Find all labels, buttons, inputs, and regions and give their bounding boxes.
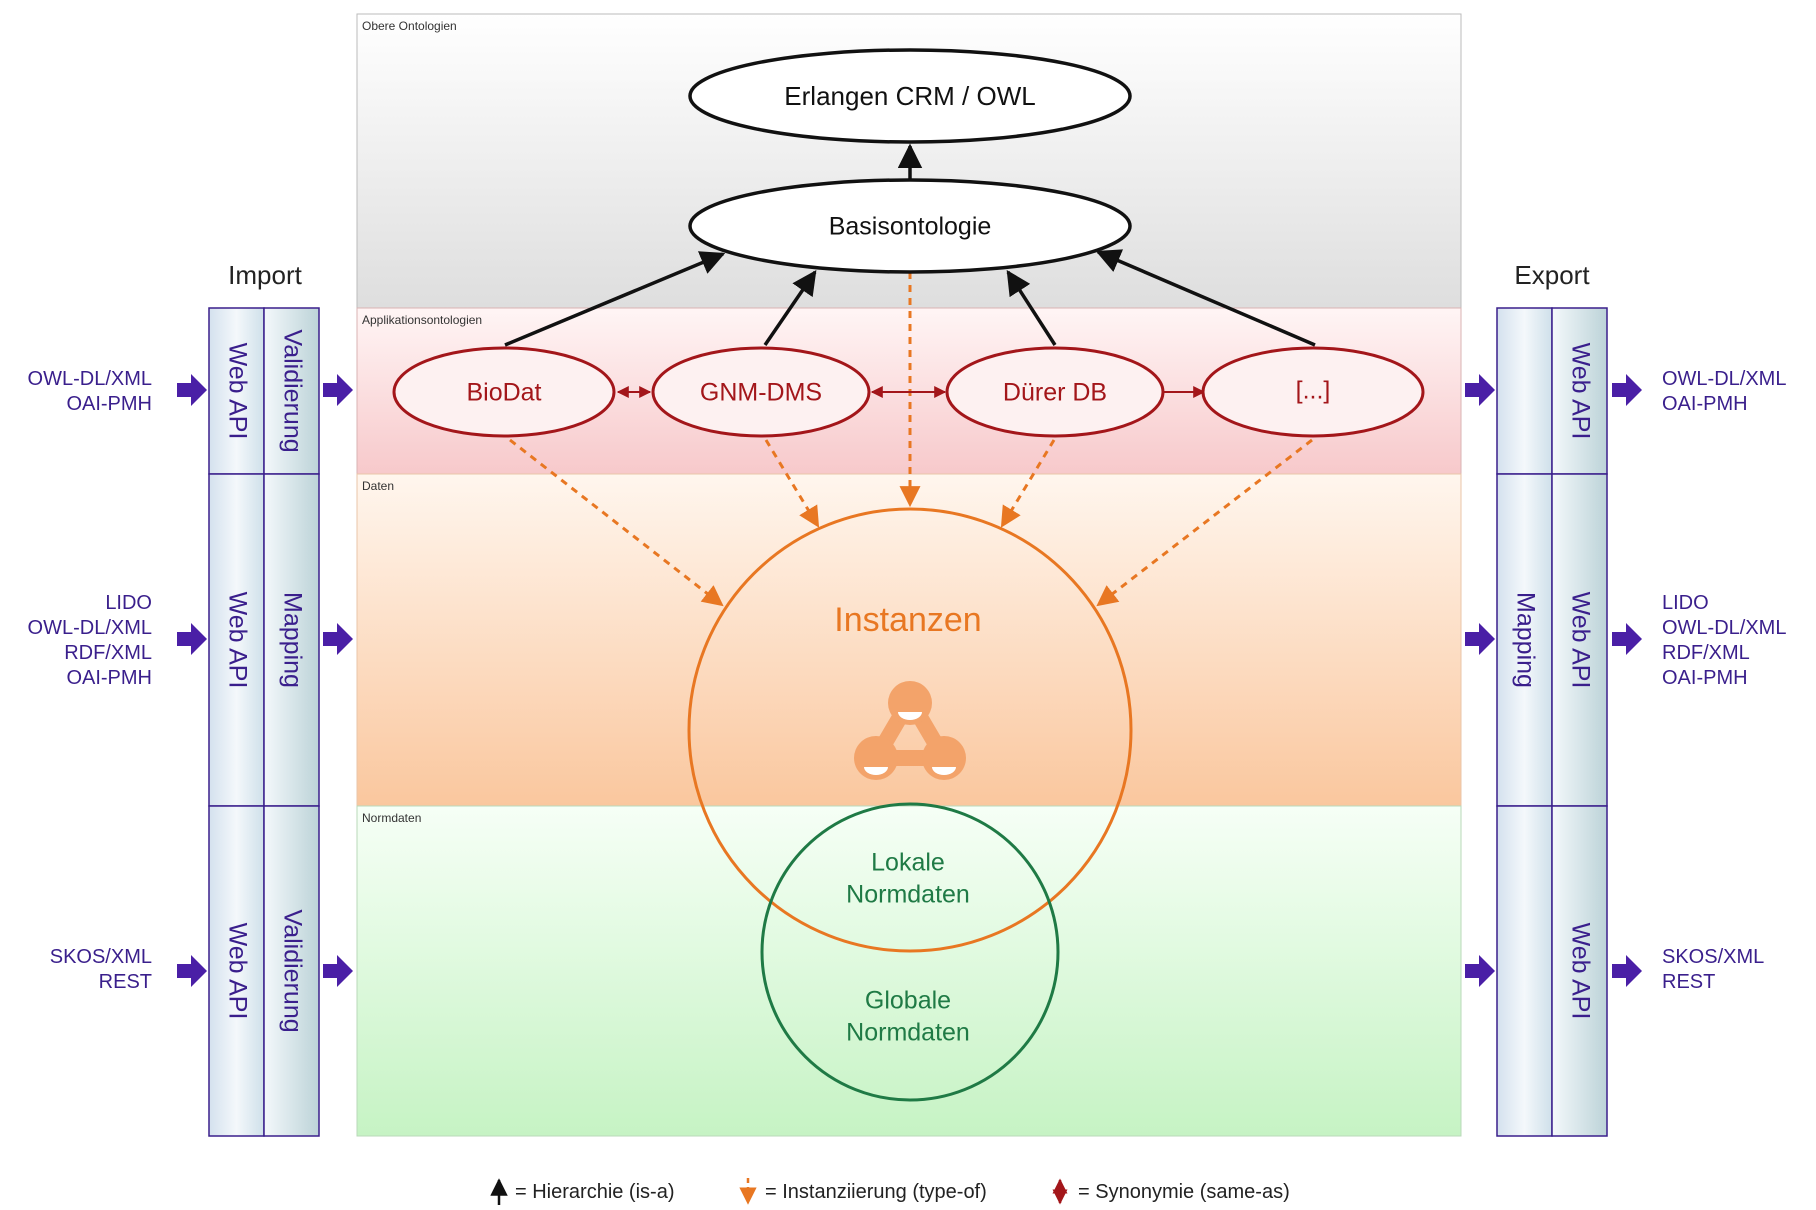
import-format-2a: LIDO bbox=[105, 592, 152, 614]
duerer-db-node bbox=[945, 346, 1165, 438]
export-format-3b: REST bbox=[1662, 971, 1715, 993]
globale-normdaten-line1: Globale bbox=[865, 987, 951, 1015]
import-format-3b: REST bbox=[99, 971, 152, 993]
import-format-3a: SKOS/XML bbox=[50, 946, 152, 968]
import-format-2c: RDF/XML bbox=[64, 642, 152, 664]
lokale-normdaten-line1: Lokale bbox=[871, 849, 945, 877]
layer-label-upper: Obere Ontologien bbox=[362, 19, 457, 33]
import-webapi-1: Web API bbox=[223, 343, 251, 440]
gnm-dms-node bbox=[651, 346, 871, 438]
more-ontologies-label: [...] bbox=[1296, 377, 1331, 405]
export-panel bbox=[1496, 307, 1608, 1137]
arrow-export-out-2 bbox=[1612, 623, 1642, 655]
import-format-1b: OAI-PMH bbox=[66, 393, 152, 415]
export-format-2c: RDF/XML bbox=[1662, 642, 1750, 664]
import-mapping-2: Mapping bbox=[278, 592, 306, 688]
basisontologie-label: Basisontologie bbox=[829, 213, 992, 241]
export-webapi-2: Web API bbox=[1566, 592, 1594, 689]
hierarchy-arrows bbox=[504, 143, 1316, 347]
arrow-export-in-1 bbox=[1465, 374, 1495, 406]
import-format-1a: OWL-DL/XML bbox=[28, 368, 152, 390]
erlangen-crm-label: Erlangen CRM / OWL bbox=[784, 81, 1035, 111]
legend: = Hierarchie (is-a) = Instanziierung (ty… bbox=[490, 1178, 1290, 1205]
normdaten-circle bbox=[760, 802, 1060, 1102]
arrow-import-out-1 bbox=[323, 374, 353, 406]
legend-instantiation-text: = Instanziierung (type-of) bbox=[765, 1181, 987, 1203]
arrow-export-out-1 bbox=[1612, 374, 1642, 406]
legend-hierarchy-text: = Hierarchie (is-a) bbox=[515, 1181, 674, 1203]
basisontologie-node bbox=[688, 178, 1132, 274]
layer-authority-data bbox=[356, 805, 1462, 1137]
arrow-import-out-3 bbox=[323, 955, 353, 987]
gnm-dms-label: GNM-DMS bbox=[700, 379, 822, 407]
erlangen-crm-node bbox=[688, 48, 1132, 144]
more-ontologies-node bbox=[1201, 346, 1425, 438]
arrow-export-in-2 bbox=[1465, 623, 1495, 655]
export-format-2b: OWL-DL/XML bbox=[1662, 617, 1786, 639]
import-validierung-1: Validierung bbox=[278, 329, 306, 452]
globale-normdaten-line2: Normdaten bbox=[846, 1019, 970, 1047]
instantiation-arrows bbox=[509, 272, 1313, 607]
biodat-label: BioDat bbox=[466, 379, 541, 407]
duerer-db-label: Dürer DB bbox=[1003, 379, 1107, 407]
import-validierung-3: Validierung bbox=[278, 909, 306, 1032]
export-mapping-2: Mapping bbox=[1511, 592, 1539, 688]
layer-label-data: Daten bbox=[362, 479, 394, 493]
arrow-export-in-3 bbox=[1465, 955, 1495, 987]
layer-label-application: Applikationsontologien bbox=[362, 313, 482, 327]
export-format-3a: SKOS/XML bbox=[1662, 946, 1764, 968]
arrow-import-in-2 bbox=[177, 623, 207, 655]
export-webapi-3: Web API bbox=[1566, 923, 1594, 1020]
import-webapi-3: Web API bbox=[223, 923, 251, 1020]
biodat-node bbox=[392, 346, 616, 438]
export-format-2d: OAI-PMH bbox=[1662, 667, 1748, 689]
arrow-export-out-3 bbox=[1612, 955, 1642, 987]
export-format-2a: LIDO bbox=[1662, 592, 1709, 614]
layer-label-authority: Normdaten bbox=[362, 811, 421, 825]
flow-arrows bbox=[177, 374, 1642, 987]
export-title: Export bbox=[1514, 260, 1590, 290]
arrow-import-out-2 bbox=[323, 623, 353, 655]
rdf-graph-icon bbox=[854, 681, 966, 780]
lokale-normdaten-line2: Normdaten bbox=[846, 881, 970, 909]
legend-synonymy-text: = Synonymie (same-as) bbox=[1078, 1181, 1290, 1203]
export-webapi-1: Web API bbox=[1566, 343, 1594, 440]
export-format-1b: OAI-PMH bbox=[1662, 393, 1748, 415]
export-format-1a: OWL-DL/XML bbox=[1662, 368, 1786, 390]
import-webapi-2: Web API bbox=[223, 592, 251, 689]
instanzen-circle bbox=[687, 507, 1133, 953]
import-format-2b: OWL-DL/XML bbox=[28, 617, 152, 639]
instanzen-label: Instanzen bbox=[834, 601, 981, 639]
import-panel bbox=[208, 307, 320, 1137]
arrow-import-in-3 bbox=[177, 955, 207, 987]
arrow-import-in-1 bbox=[177, 374, 207, 406]
import-format-2d: OAI-PMH bbox=[66, 667, 152, 689]
import-title: Import bbox=[228, 260, 302, 290]
